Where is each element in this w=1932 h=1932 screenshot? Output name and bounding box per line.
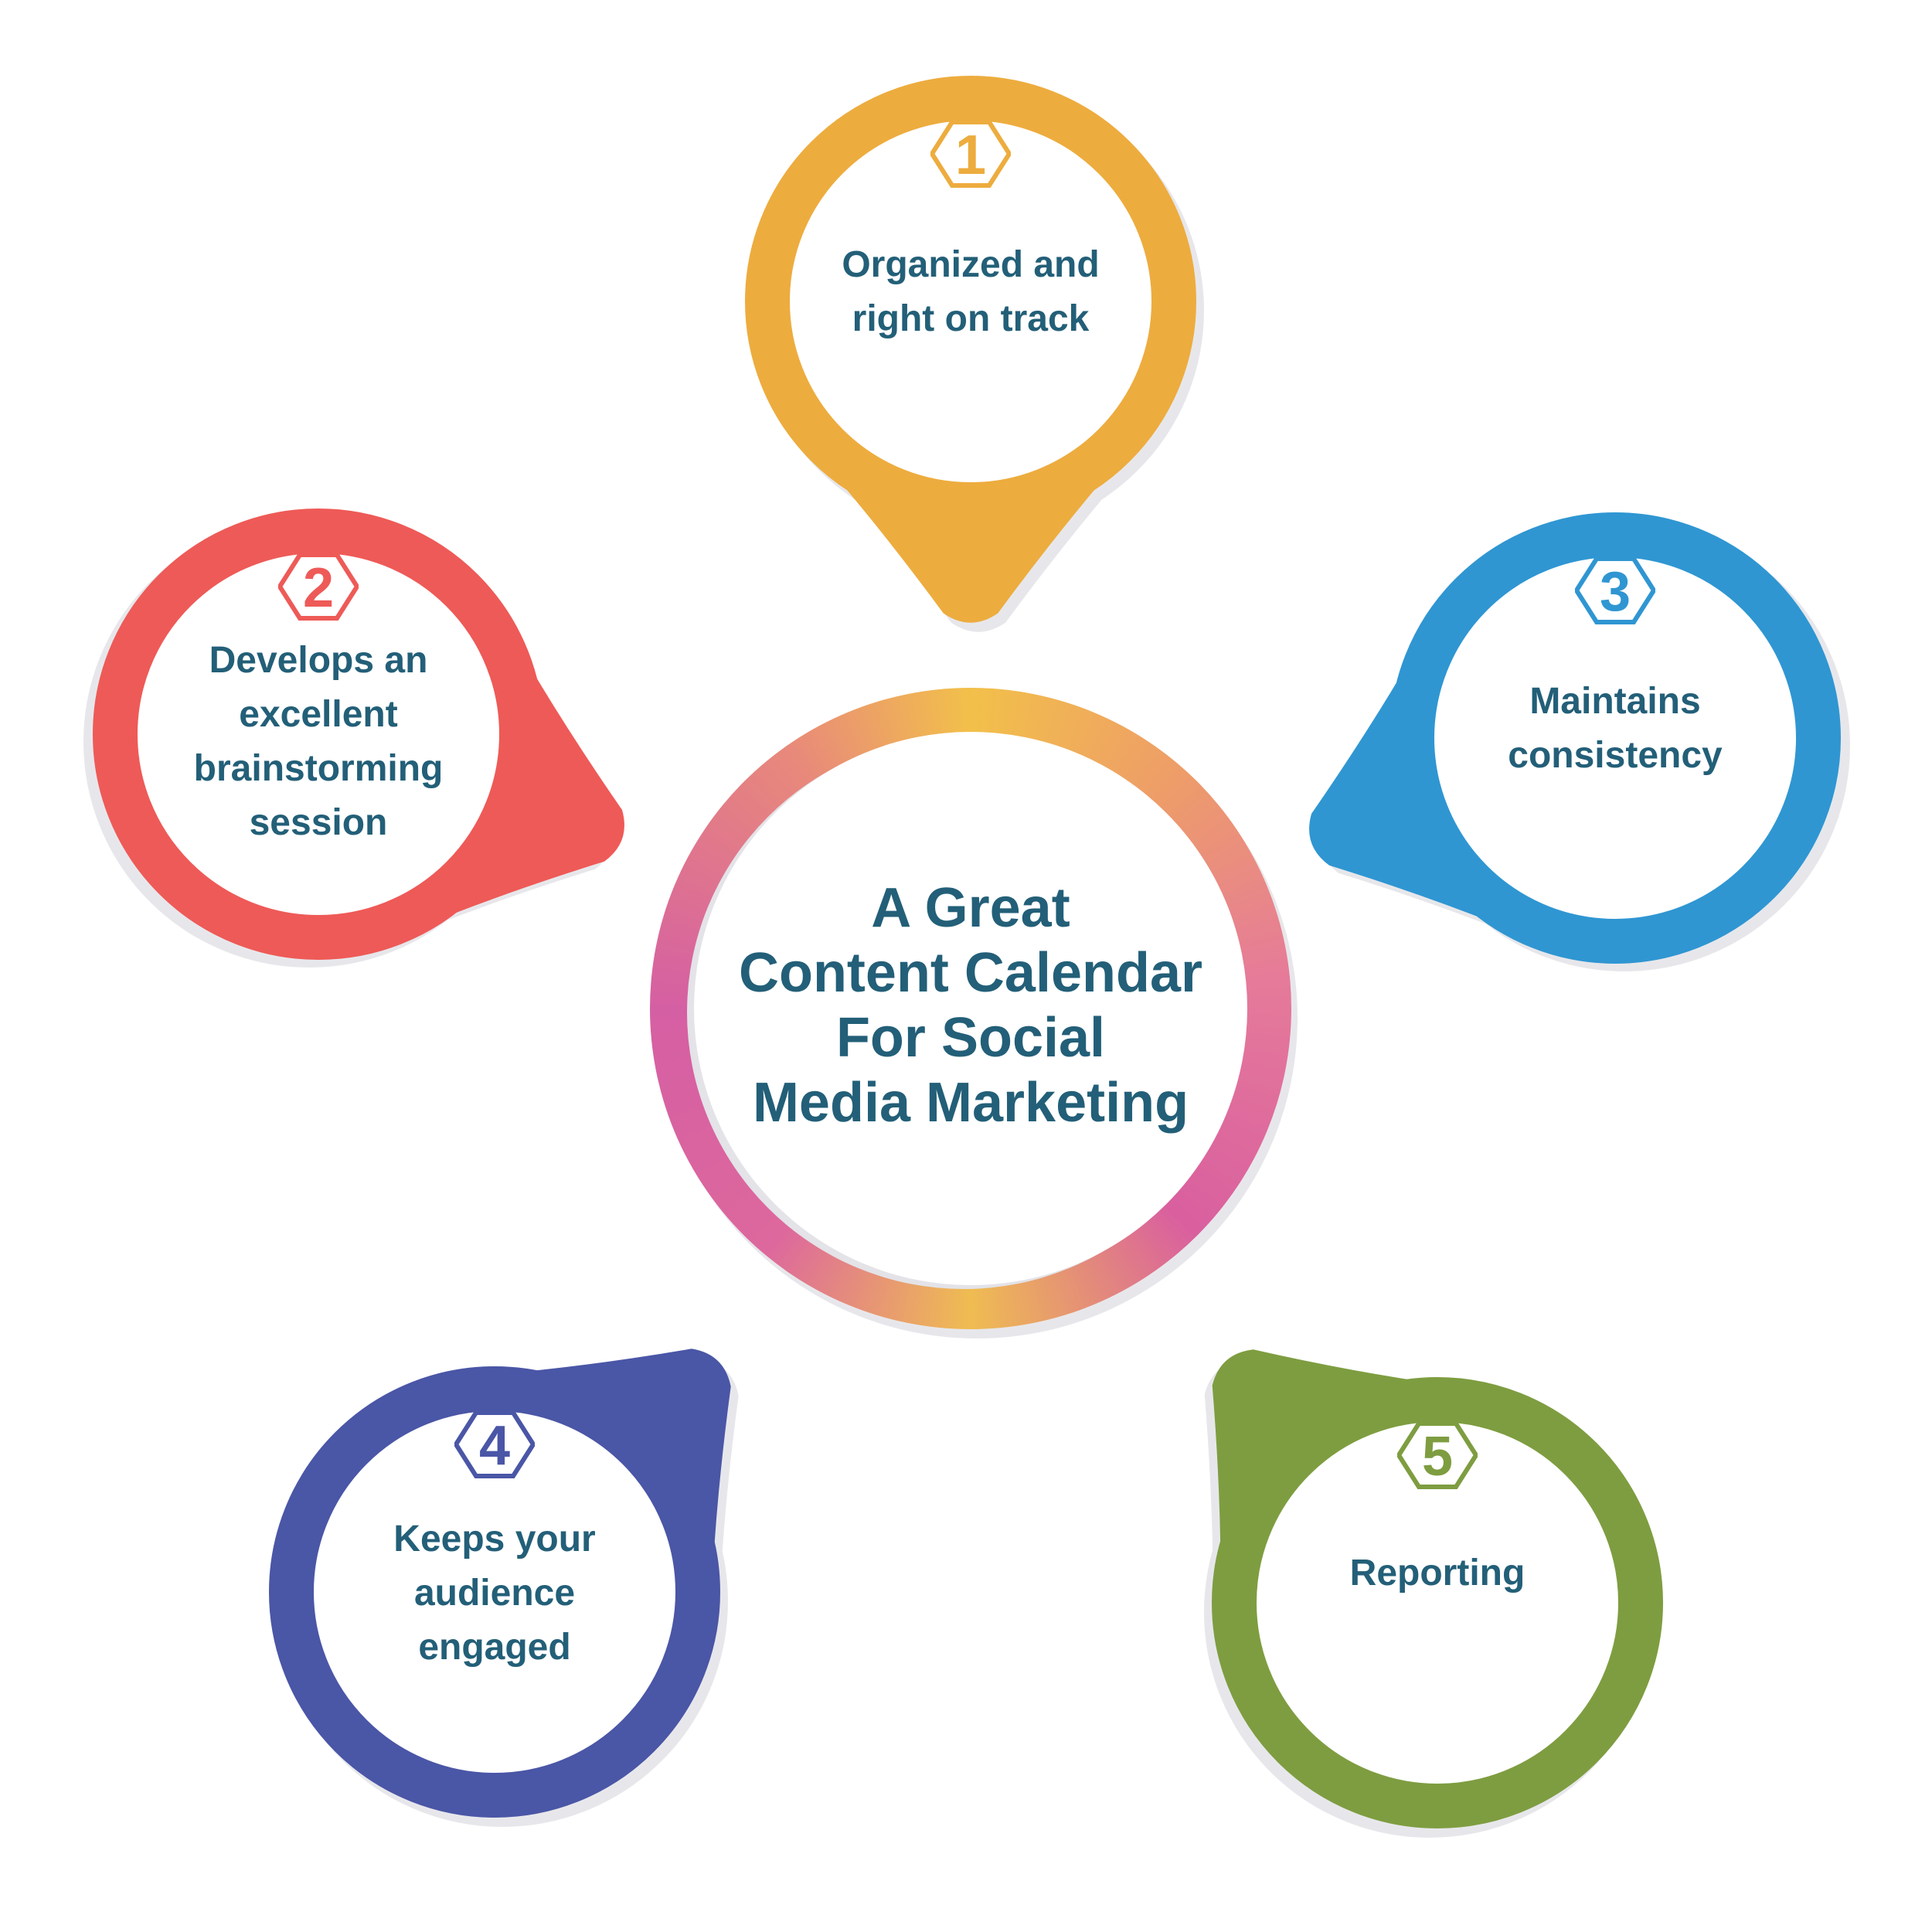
hexagon-badge-icon: 4 xyxy=(454,1410,535,1478)
step-number: 1 xyxy=(955,124,986,186)
satellite-ring xyxy=(1389,512,1841,964)
step-3-shape xyxy=(1309,512,1841,964)
hexagon-badge-icon: 5 xyxy=(1397,1421,1478,1489)
step-4-bubble: 4 Keeps your audience engaged xyxy=(314,1410,675,1773)
step-label-line: Reporting xyxy=(1349,1553,1526,1594)
center-title-line: Content Calendar xyxy=(738,942,1203,1004)
step-label-line: consistency xyxy=(1508,735,1723,776)
satellite-ring xyxy=(93,509,544,960)
center-title-line: A Great xyxy=(871,877,1070,939)
hexagon-outline xyxy=(1575,556,1655,624)
step-label-line: Maintains xyxy=(1529,681,1701,722)
step-4-label: Keeps your audience engaged xyxy=(283,1413,706,1774)
step-label-line: Keeps your xyxy=(393,1519,596,1560)
satellite-tail xyxy=(382,609,624,943)
satellite-tail xyxy=(1309,613,1552,947)
step-label-line: right on track xyxy=(852,298,1090,339)
step-5-shape xyxy=(1212,1349,1663,1828)
step-label-line: session xyxy=(249,802,388,843)
center-title-line: Media Marketing xyxy=(752,1072,1189,1134)
hexagon-outline xyxy=(1397,1421,1478,1489)
step-2-shape xyxy=(93,509,624,960)
satellite-tail xyxy=(457,1349,731,1623)
step-1-label: Organized and right on track xyxy=(759,111,1182,473)
step-5-bubble: 5 Reporting xyxy=(1257,1421,1618,1784)
step-number: 3 xyxy=(1600,561,1631,623)
step-label-line: excellent xyxy=(239,694,398,735)
hexagon-badge-icon: 2 xyxy=(278,553,359,621)
hexagon-badge-icon: 1 xyxy=(930,120,1011,188)
step-label-line: engaged xyxy=(418,1627,571,1668)
step-1-shape xyxy=(745,76,1196,623)
step-2-label: Develops an excellent brainstorming sess… xyxy=(107,561,530,923)
step-3-label: Maintains consistency xyxy=(1403,548,1827,910)
center-title-circle: A Great Content Calendar For Social Medi… xyxy=(694,732,1247,1285)
satellite-tail xyxy=(1212,1349,1487,1622)
hexagon-badge-icon: 3 xyxy=(1575,556,1655,624)
satellite-ring xyxy=(745,76,1196,527)
step-label-line: Organized and xyxy=(842,244,1100,285)
satellite-ring xyxy=(1212,1377,1663,1828)
center-gradient-ring: A Great Content Calendar For Social Medi… xyxy=(650,688,1291,1329)
step-3-bubble: 3 Maintains consistency xyxy=(1434,556,1796,919)
step-number: 4 xyxy=(479,1415,510,1477)
hexagon-outline xyxy=(930,120,1011,188)
step-label-line: Develops an xyxy=(209,640,428,681)
step-1-bubble: 1 Organized and right on track xyxy=(790,120,1151,482)
step-label-line: brainstorming xyxy=(193,748,444,789)
step-number: 2 xyxy=(303,557,334,619)
step-label-line: audience xyxy=(413,1573,576,1614)
step-5-label: Reporting xyxy=(1226,1393,1649,1754)
hexagon-outline xyxy=(278,553,359,621)
step-number: 5 xyxy=(1422,1426,1453,1488)
center-title-line: For Social xyxy=(835,1007,1106,1069)
satellite-ring xyxy=(269,1366,720,1818)
step-2-bubble: 2 Develops an excellent brainstorming se… xyxy=(138,553,499,915)
hexagon-outline xyxy=(454,1410,535,1478)
step-4-shape xyxy=(269,1349,731,1818)
